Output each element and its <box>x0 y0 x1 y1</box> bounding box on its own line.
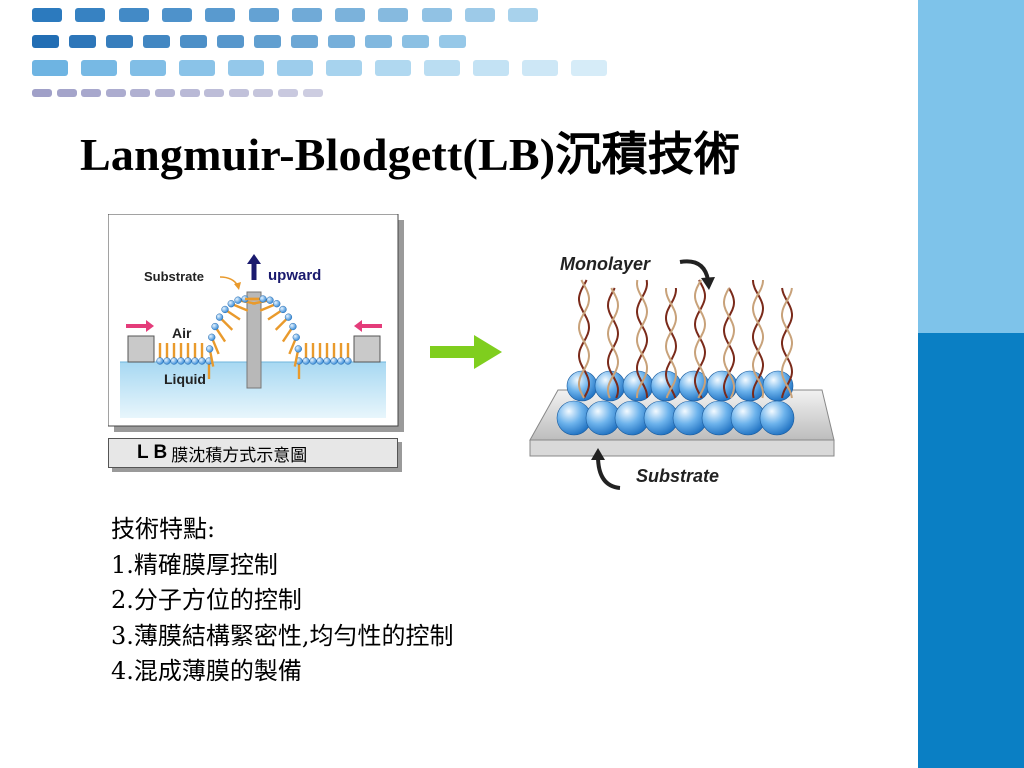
label-upward: upward <box>268 267 321 284</box>
decorative-block <box>217 35 244 48</box>
decorative-block <box>32 60 68 76</box>
decorative-block <box>32 8 62 22</box>
decorative-block <box>32 89 52 97</box>
decorative-block <box>130 89 151 97</box>
decorative-block-rows <box>0 0 620 110</box>
decorative-block <box>143 35 170 48</box>
decorative-block <box>161 8 192 22</box>
decorative-block <box>69 35 96 48</box>
right-decorative-band <box>918 0 1024 768</box>
caption-text: 膜沈積方式示意圖 <box>171 445 308 466</box>
decorative-block <box>228 89 249 97</box>
decorative-block <box>508 8 539 22</box>
decorative-block <box>278 89 298 97</box>
decorative-block <box>424 60 460 76</box>
decorative-block <box>81 89 102 97</box>
lb-deposition-diagram: Substrate upward Air Liquid <box>108 214 408 474</box>
decorative-block <box>254 35 281 48</box>
decorative-block <box>32 35 59 48</box>
decorative-block <box>302 89 323 97</box>
decorative-block <box>205 8 236 22</box>
decorative-block <box>105 89 126 97</box>
right-band-light <box>918 0 1024 333</box>
decorative-block <box>291 35 318 48</box>
decorative-block <box>522 60 558 76</box>
decorative-block <box>248 8 279 22</box>
green-right-arrow-icon <box>430 335 502 369</box>
decorative-block <box>365 35 392 48</box>
decorative-block <box>155 89 175 97</box>
features-heading: 技術特點: <box>111 515 216 543</box>
page-title: Langmuir-Blodgett(LB)沉積技術 <box>80 129 741 180</box>
label-liquid: Liquid <box>164 371 206 387</box>
feature-item: 4.混成薄膜的製備 <box>111 657 302 685</box>
decorative-block <box>439 35 466 48</box>
feature-item: 3.薄膜結構緊密性,均勻性的控制 <box>111 621 454 650</box>
decorative-block <box>180 35 207 48</box>
decorative-block <box>375 60 411 76</box>
decorative-block <box>56 89 77 97</box>
decorative-block <box>335 8 366 22</box>
diagram-caption: L B 膜沈積方式示意圖 <box>108 438 398 468</box>
decorative-block <box>75 8 106 22</box>
label-air: Air <box>172 325 192 341</box>
decorative-block <box>118 8 149 22</box>
decorative-block <box>81 60 117 76</box>
right-band-dark <box>918 333 1024 768</box>
decorative-block <box>277 60 313 76</box>
label-substrate: Substrate <box>144 269 204 284</box>
decorative-block <box>473 60 509 76</box>
decorative-block <box>179 89 200 97</box>
decorative-block <box>465 8 495 22</box>
features-list: 技術特點: 1.精確膜厚控制 2.分子方位的控制 3.薄膜結構緊密性,均勻性的控… <box>111 512 671 690</box>
label-monolayer: Monolayer <box>560 254 651 274</box>
caption-prefix: L B <box>137 442 168 463</box>
decorative-block <box>130 60 166 76</box>
decorative-block <box>328 35 355 48</box>
decorative-block <box>402 35 429 48</box>
decorative-block <box>291 8 322 22</box>
decorative-block <box>106 35 133 48</box>
decorative-block <box>253 89 274 97</box>
label-substrate-right: Substrate <box>636 466 719 486</box>
decorative-block <box>571 60 607 76</box>
decorative-block <box>204 89 225 97</box>
decorative-block <box>179 60 215 76</box>
decorative-block <box>228 60 264 76</box>
lb-diagram-graphic: Substrate upward Air Liquid <box>108 214 404 432</box>
feature-item: 1.精確膜厚控制 <box>111 550 278 579</box>
feature-item: 2.分子方位的控制 <box>111 586 302 614</box>
decorative-block <box>378 8 409 22</box>
decorative-block <box>326 60 362 76</box>
monolayer-diagram: Monolayer Substrate <box>528 250 840 490</box>
monolayer-graphic: Monolayer Substrate <box>529 254 835 490</box>
decorative-block <box>421 8 452 22</box>
